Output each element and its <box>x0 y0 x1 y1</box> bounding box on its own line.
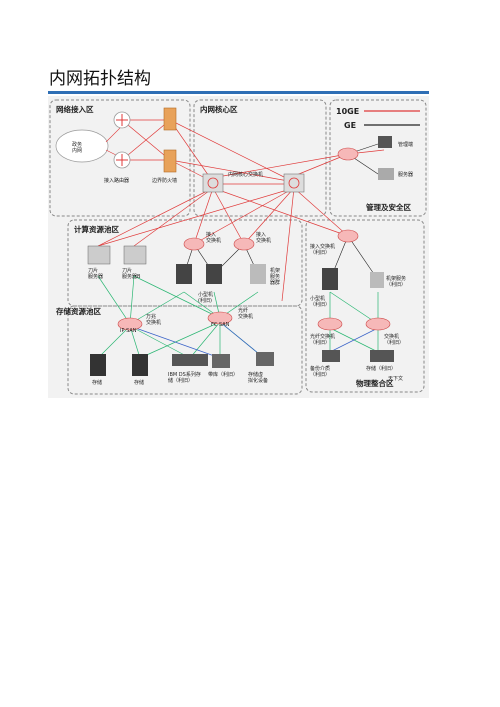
mgmt-terminal-icon <box>378 136 392 148</box>
phys-backup-icon <box>322 350 340 362</box>
topology-diagram: 网络接入区 内网核心区 管理及安全区 计算资源池区 存储资源池区 物理整合区 1… <box>48 96 429 398</box>
phys-storage-label: 存储（利旧） <box>366 365 396 372</box>
tape-label: 带库（利旧） <box>208 371 238 378</box>
zone-label-storage: 存储资源池区 <box>55 306 101 316</box>
watermark: 天下文 <box>388 375 403 382</box>
blade-server-icon <box>87 245 111 265</box>
rack-server-label: 机架服务器群 <box>270 267 280 286</box>
storage-1-label: 存储 <box>92 379 102 386</box>
phys-storage-icon <box>370 350 394 362</box>
legend-10ge: 10GE <box>336 107 359 116</box>
server-icon <box>378 168 394 180</box>
gige-switch-label: 万兆交换机 <box>146 313 161 326</box>
access-router-label: 接入路由器 <box>104 177 129 184</box>
access-switch-icon <box>183 237 205 251</box>
zone-label-core: 内网核心区 <box>200 104 238 114</box>
blade-label: 刀片服务器 <box>88 267 103 280</box>
core-switch-icon <box>283 173 305 193</box>
server-label: 服务器 <box>398 171 413 178</box>
fc-san-switch-icon <box>207 311 233 325</box>
cloud-label: 政务内网 <box>72 141 82 154</box>
legend-ge: GE <box>344 121 356 130</box>
phys-access-switch-icon <box>337 229 359 243</box>
virt-label: 存储虚拟化设备 <box>248 371 268 384</box>
core-switch-label: 内网核心交换机 <box>228 171 263 178</box>
storage-icon <box>90 354 106 376</box>
zone-label-access: 网络接入区 <box>56 104 94 114</box>
blade-server-icon <box>123 245 147 265</box>
phys-rack-label: 机架服务（利旧） <box>386 275 406 288</box>
small-host-icon <box>206 264 222 284</box>
access-switch-1-label: 接入交换机 <box>206 231 221 244</box>
zone-storage <box>67 305 303 395</box>
rack-server-icon <box>250 264 266 284</box>
phys-small-host-icon <box>322 268 338 290</box>
blade-b-label: 刀片服务器B <box>122 267 141 280</box>
page-title: 内网拓扑结构 <box>49 69 151 89</box>
fc-san-label: FC SAN <box>211 322 230 328</box>
ibm-storage-icon <box>172 354 208 366</box>
mgmt-switch-icon <box>337 147 359 161</box>
phys-small-label: 小型机（利旧） <box>310 295 330 308</box>
small-host-label: 小型机(利旧) <box>198 291 213 304</box>
zone-label-physical: 物理整合区 <box>356 378 394 388</box>
fc-switch-label: 光纤交换机 <box>238 307 253 320</box>
ip-san-label: IP SAN <box>120 328 137 334</box>
storage-icon <box>132 354 148 376</box>
mgmt-terminal-label: 管理端 <box>398 141 413 148</box>
virtualization-device-icon <box>256 352 274 366</box>
access-switch-2-label: 接入交换机 <box>256 231 271 244</box>
phys-fc-switch-icon <box>317 317 343 331</box>
firewall-icon <box>163 149 177 173</box>
zone-label-mgmt: 管理及安全区 <box>366 202 411 212</box>
phys-switch-icon <box>365 317 391 331</box>
links-10ge <box>97 119 385 302</box>
ibm-ds-label: IBM DS系列存储（利旧） <box>168 371 201 384</box>
storage-2-label: 存储 <box>134 379 144 386</box>
cloud-icon <box>55 129 109 163</box>
phys-rack-icon <box>370 272 384 288</box>
firewall-icon <box>163 107 177 131</box>
tape-library-icon <box>212 354 230 368</box>
firewall-label: 边界防火墙 <box>152 177 177 184</box>
phys-access-switch-label: 接入交换机（利旧） <box>310 243 335 256</box>
small-host-icon <box>176 264 192 284</box>
zone-physical <box>305 219 425 393</box>
links-fc <box>129 321 379 359</box>
phys-switch-label: 交换机（利旧） <box>384 333 404 346</box>
zone-label-compute: 计算资源池区 <box>74 224 119 234</box>
phys-backup-label: 备份介质（利旧） <box>310 365 330 378</box>
core-switch-icon <box>202 173 224 193</box>
ip-san-switch-icon <box>117 317 143 331</box>
title-rule <box>48 91 429 94</box>
phys-fc-switch-label: 光纤交换机（利旧） <box>310 333 335 346</box>
zone-mgmt <box>329 99 427 217</box>
access-switch-icon <box>233 237 255 251</box>
